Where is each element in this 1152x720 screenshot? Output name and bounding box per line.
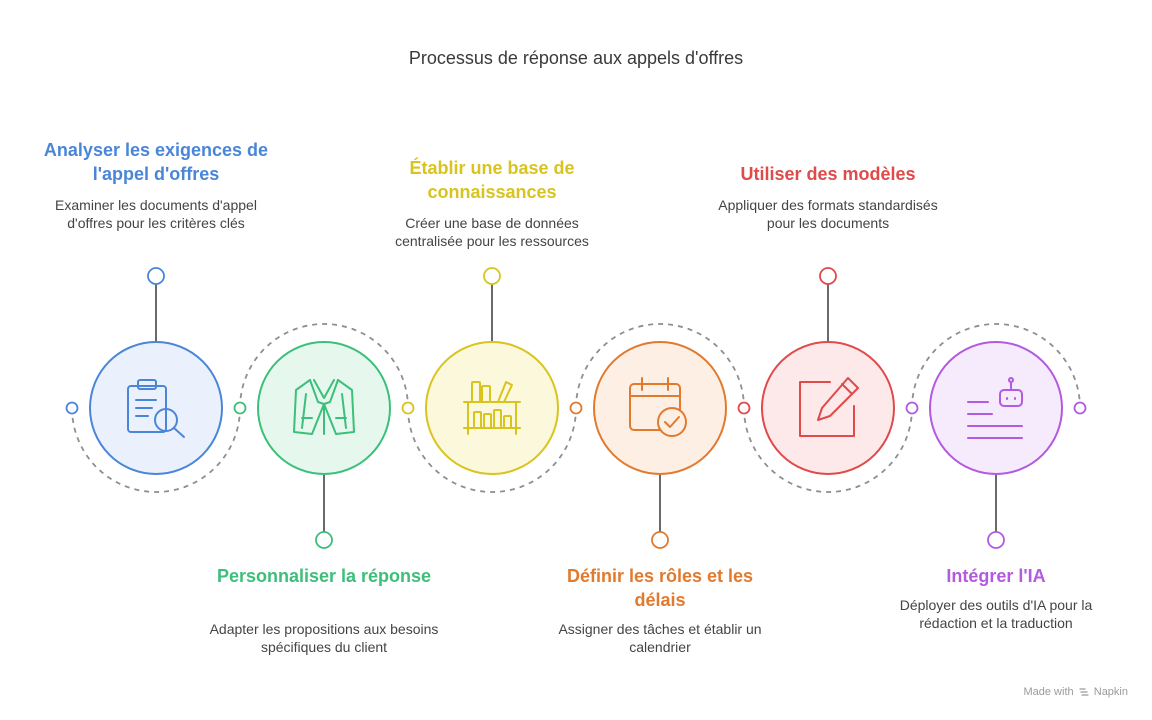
step-node <box>737 267 895 475</box>
connector-arc <box>71 407 241 493</box>
connector-arc <box>743 407 913 493</box>
step-end-dot <box>315 531 333 549</box>
step-circle <box>89 341 223 475</box>
connector-arc <box>239 323 409 409</box>
connector-arc <box>911 323 1081 409</box>
step-circle <box>425 341 559 475</box>
napkin-brand: Napkin <box>1093 686 1128 698</box>
step-circle <box>593 341 727 475</box>
diagram-title: Processus de réponse aux appels d'offres <box>408 48 744 68</box>
connector-dot <box>737 401 751 415</box>
connector-dot <box>905 401 919 415</box>
clipboard-search-icon <box>127 379 185 438</box>
connector-arc <box>575 323 745 409</box>
step-node <box>569 341 727 549</box>
connector-dot <box>401 401 415 415</box>
step-end-dot <box>483 267 501 285</box>
robot-text-icon <box>967 377 1023 439</box>
step-description: Adapter les propositions aux besoins spé… <box>209 621 439 655</box>
connector-arcs <box>71 323 1081 493</box>
napkin-logo-icon <box>1079 688 1089 696</box>
step-end-dot <box>987 531 1005 549</box>
step-heading: Établir une base de connaissances <box>409 158 575 202</box>
step-heading: Personnaliser la réponse <box>216 566 432 586</box>
connector-dot <box>1073 401 1087 415</box>
step-circle <box>761 341 895 475</box>
step-end-dot <box>651 531 669 549</box>
calendar-check-icon <box>629 377 687 437</box>
step-node <box>233 341 391 549</box>
connector-dot <box>233 401 247 415</box>
step-description: Appliquer des formats standardisés pour … <box>718 197 938 231</box>
step-node <box>401 267 559 475</box>
step-node <box>65 267 223 475</box>
made-with-napkin: Made with Napkin <box>1023 686 1128 698</box>
bookshelf-icon <box>463 381 521 435</box>
steps-layer <box>65 267 1087 549</box>
step-circle <box>929 341 1063 475</box>
step-heading: Intégrer l'IA <box>946 566 1046 586</box>
step-node <box>905 341 1087 549</box>
suit-jacket-icon <box>293 379 355 435</box>
step-end-dot <box>147 267 165 285</box>
connector-dot <box>65 401 79 415</box>
step-description: Déployer des outils d'IA pour la rédacti… <box>899 597 1093 631</box>
connector-arc <box>407 407 577 493</box>
step-heading: Utiliser des modèles <box>740 164 916 184</box>
step-heading: Analyser les exigences de l'appel d'offr… <box>43 140 269 184</box>
step-end-dot <box>819 267 837 285</box>
step-description: Créer une base de données centralisée po… <box>395 215 589 249</box>
edit-pencil-icon <box>799 377 859 437</box>
step-description: Examiner les documents d'appel d'offres … <box>55 197 257 231</box>
connector-dot <box>569 401 583 415</box>
step-description: Assigner des tâches et établir un calend… <box>558 621 762 655</box>
made-with-label: Made with <box>1023 686 1074 698</box>
step-heading: Définir les rôles et les délais <box>566 566 754 610</box>
